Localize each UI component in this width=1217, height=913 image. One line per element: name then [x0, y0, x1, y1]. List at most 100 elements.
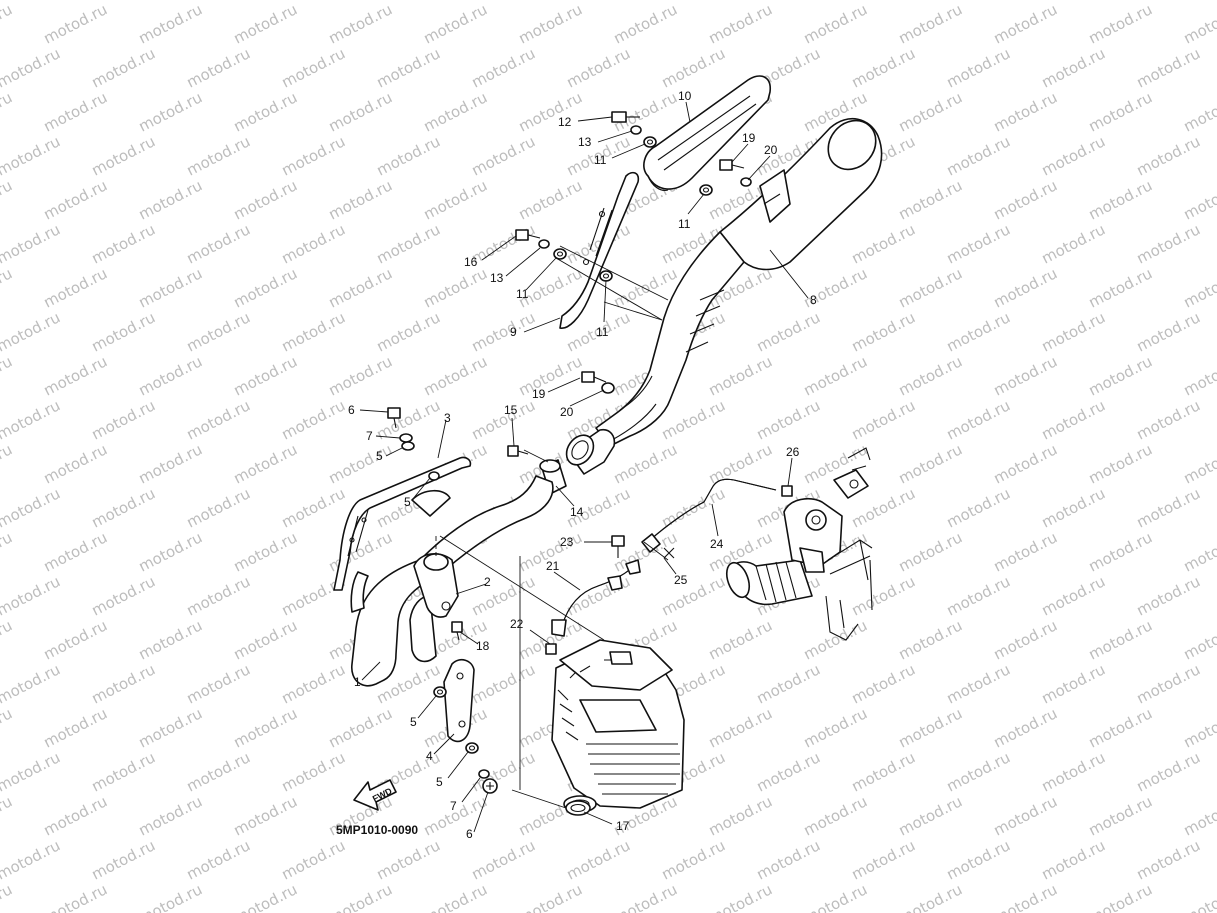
- watermark-text: motod.ru: [421, 880, 490, 913]
- watermark-text: motod.ru: [231, 704, 300, 751]
- watermark-text: motod.ru: [184, 396, 253, 443]
- watermark-text: motod.ru: [706, 352, 775, 399]
- watermark-text: motod.ru: [41, 88, 110, 135]
- callout-12: 12: [558, 115, 572, 129]
- watermark-text: motod.ru: [0, 660, 63, 707]
- watermark-text: motod.ru: [1134, 836, 1203, 883]
- watermark-text: motod.ru: [516, 0, 585, 47]
- watermark-text: motod.ru: [0, 440, 15, 487]
- watermark-text: motod.ru: [0, 616, 15, 663]
- watermark-text: motod.ru: [0, 308, 63, 355]
- watermark-text: motod.ru: [231, 616, 300, 663]
- watermark-text: motod.ru: [801, 0, 870, 47]
- watermark-text: motod.ru: [231, 792, 300, 839]
- watermark-text: motod.ru: [231, 264, 300, 311]
- watermark-text: motod.ru: [1134, 484, 1203, 531]
- watermark-text: motod.ru: [421, 264, 490, 311]
- watermark-text: motod.ru: [801, 792, 870, 839]
- watermark-text: motod.ru: [0, 44, 63, 91]
- watermark-text: motod.ru: [326, 880, 395, 913]
- watermark-text: motod.ru: [1134, 748, 1203, 795]
- callout-2: 2: [484, 575, 491, 589]
- watermark-text: motod.ru: [659, 44, 728, 91]
- watermark-text: motod.ru: [944, 44, 1013, 91]
- watermark-text: motod.ru: [991, 880, 1060, 913]
- callout-5a: 5: [376, 449, 383, 463]
- watermark-text: motod.ru: [706, 0, 775, 47]
- watermark-text: motod.ru: [0, 264, 15, 311]
- watermark-text: motod.ru: [231, 440, 300, 487]
- watermark-text: motod.ru: [184, 220, 253, 267]
- watermark-text: motod.ru: [41, 352, 110, 399]
- watermark-text: motod.ru: [516, 880, 585, 913]
- watermark-text: motod.ru: [184, 748, 253, 795]
- watermark-text: motod.ru: [564, 572, 633, 619]
- lower-heat-protector: [559, 171, 640, 329]
- frame-section: [825, 447, 873, 641]
- watermark-text: motod.ru: [1134, 44, 1203, 91]
- watermark-text: motod.ru: [991, 528, 1060, 575]
- watermark-text: motod.ru: [326, 704, 395, 751]
- callout-6a: 6: [348, 403, 355, 417]
- watermark-text: motod.ru: [801, 704, 870, 751]
- callout-8: 8: [810, 293, 817, 307]
- watermark-text: motod.ru: [801, 352, 870, 399]
- callout-20a: 20: [764, 143, 778, 157]
- watermark-text: motod.ru: [1134, 132, 1203, 179]
- watermark-text: motod.ru: [279, 396, 348, 443]
- watermark-text: motod.ru: [136, 0, 205, 47]
- callout-5c: 5: [410, 715, 417, 729]
- watermark-text: motod.ru: [1086, 440, 1155, 487]
- clip-26: [781, 485, 793, 497]
- callout-24: 24: [710, 537, 724, 551]
- watermark-text: motod.ru: [1134, 396, 1203, 443]
- callout-5d: 5: [436, 775, 443, 789]
- watermark-text: motod.ru: [1039, 660, 1108, 707]
- watermark-text: motod.ru: [1181, 704, 1217, 751]
- watermark-text: motod.ru: [469, 132, 538, 179]
- watermark-text: motod.ru: [1134, 660, 1203, 707]
- watermark-text: motod.ru: [136, 352, 205, 399]
- watermark-text: motod.ru: [0, 880, 15, 913]
- watermark-text: motod.ru: [849, 220, 918, 267]
- watermark-text: motod.ru: [89, 572, 158, 619]
- callout-20b: 20: [560, 405, 574, 419]
- callout-21: 21: [546, 559, 560, 573]
- lower-bracket: [443, 658, 475, 743]
- watermark-text: motod.ru: [326, 352, 395, 399]
- watermark-text: motod.ru: [184, 132, 253, 179]
- watermark-text: motod.ru: [896, 704, 965, 751]
- watermark-text: motod.ru: [754, 748, 823, 795]
- watermark-text: motod.ru: [231, 88, 300, 135]
- watermark-text: motod.ru: [706, 616, 775, 663]
- watermark-text: motod.ru: [1039, 220, 1108, 267]
- watermark-text: motod.ru: [231, 528, 300, 575]
- bolt-19b: [581, 371, 607, 383]
- watermark-text: motod.ru: [184, 44, 253, 91]
- watermark-text: motod.ru: [706, 880, 775, 913]
- watermark-text: motod.ru: [754, 308, 823, 355]
- watermark-text: motod.ru: [279, 220, 348, 267]
- watermark-text: motod.ru: [0, 704, 15, 751]
- watermark-text: motod.ru: [184, 572, 253, 619]
- watermark-text: motod.ru: [849, 44, 918, 91]
- watermark-text: motod.ru: [0, 572, 63, 619]
- watermark-text: motod.ru: [1181, 0, 1217, 47]
- watermark-text: motod.ru: [41, 880, 110, 913]
- watermark-text: motod.ru: [279, 836, 348, 883]
- watermark-text: motod.ru: [89, 220, 158, 267]
- watermark-text: motod.ru: [1181, 352, 1217, 399]
- callout-22: 22: [510, 617, 524, 631]
- diagram-code: 5MP1010-0090: [336, 823, 418, 837]
- watermark-text: motod.ru: [89, 308, 158, 355]
- exhaust-flange: [413, 553, 459, 618]
- watermark-text: motod.ru: [469, 220, 538, 267]
- air-hose-21: [551, 559, 641, 637]
- muffler: [595, 118, 883, 447]
- watermark-text: motod.ru: [1086, 616, 1155, 663]
- watermark-text: motod.ru: [1086, 704, 1155, 751]
- callout-labels: 1 2 3 4 5 5 5 5 6 6 7 7 8 9 10 11 11 11 …: [348, 89, 817, 841]
- watermark-text: motod.ru: [991, 176, 1060, 223]
- watermark-text: motod.ru: [41, 0, 110, 47]
